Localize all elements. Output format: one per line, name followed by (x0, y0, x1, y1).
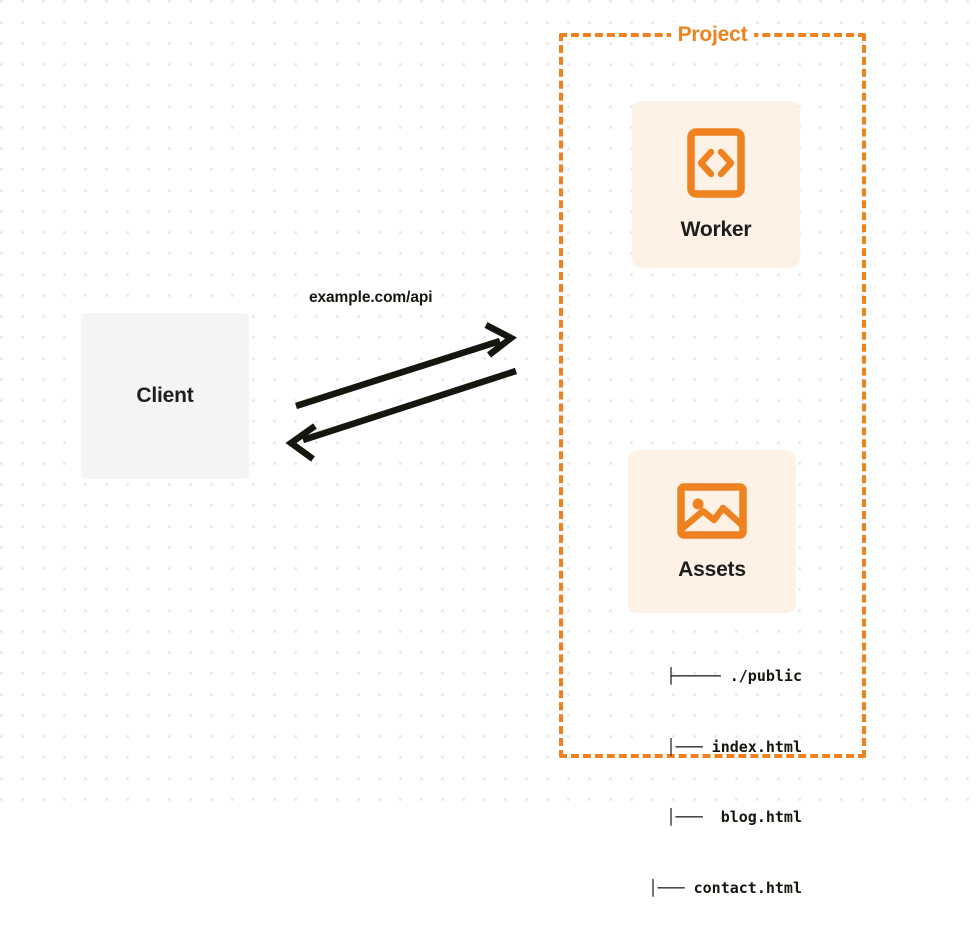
assets-card[interactable]: Assets (628, 450, 796, 613)
image-icon (677, 482, 747, 545)
request-arrow (295, 322, 518, 410)
file-tree-row-index: │─── index.html (639, 737, 802, 756)
file-tree-row-root: ├───── ./public (666, 667, 802, 685)
code-brackets-icon (687, 127, 745, 203)
client-label: Client (136, 384, 194, 407)
assets-label: Assets (678, 557, 746, 581)
project-title: Project (670, 22, 755, 48)
client-node[interactable]: Client (81, 313, 249, 479)
response-arrow (285, 367, 518, 462)
worker-label: Worker (680, 217, 752, 241)
connection-label: example.com/api (309, 289, 433, 306)
diagram-canvas: Client example.com/api Project Worker (0, 0, 980, 897)
file-tree-row-contact: │─── contact.html (621, 878, 802, 897)
project-boundary: Project (559, 22, 866, 758)
worker-card[interactable]: Worker (632, 101, 800, 268)
assets-file-tree: ├───── ./public │─── index.html │─── blo… (608, 618, 802, 947)
